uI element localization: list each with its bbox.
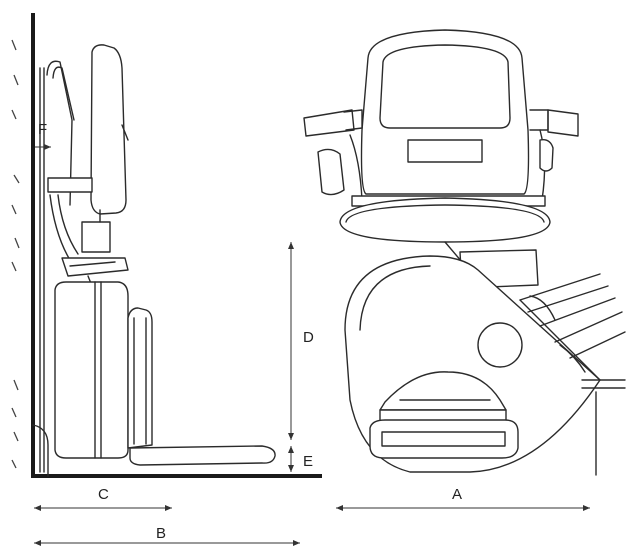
wall-and-floor xyxy=(31,13,322,478)
dimension-lines xyxy=(34,144,590,546)
label-B: B xyxy=(156,525,166,542)
wall-hatching xyxy=(11,39,20,469)
stairlift-side-view xyxy=(39,44,276,473)
label-E: E xyxy=(303,453,313,470)
label-F: F xyxy=(38,121,47,138)
label-A: A xyxy=(452,486,462,503)
label-D: D xyxy=(303,329,314,346)
stairlift-front-view xyxy=(303,29,626,476)
label-C: C xyxy=(98,486,109,503)
